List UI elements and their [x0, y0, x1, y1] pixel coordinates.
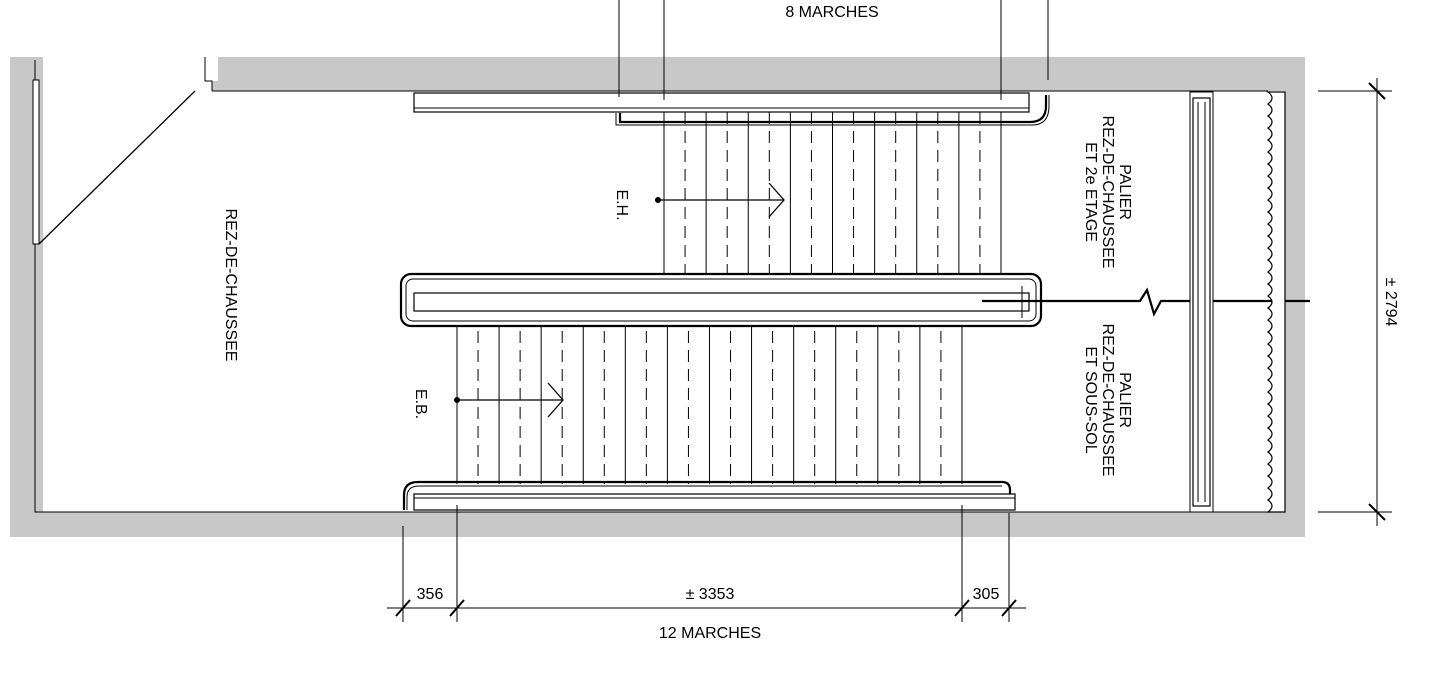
down-arrow [454, 382, 564, 418]
top-marches-text: 8 MARCHES [785, 4, 878, 21]
up-arrow [655, 182, 785, 218]
label-palier-bas: PALIER REZ-DE-CHAUSSEE ET SOUS-SOL [1082, 324, 1133, 477]
bottom-dimension: 356 ± 3353 305 12 MARCHES [387, 505, 1026, 642]
top-dimension: 8 MARCHES [618, 0, 1049, 100]
lower-flight [456, 312, 963, 484]
break-line [982, 287, 1310, 317]
palier-bas-line1: PALIER [1116, 372, 1133, 428]
dim-3353: ± 3353 [686, 586, 735, 603]
dim-305: 305 [973, 586, 1000, 603]
dim-2794: ± 2794 [1382, 278, 1399, 327]
top-handrail [413, 92, 1050, 126]
scalloped-wall [1266, 91, 1286, 513]
palier-haut-line3: ET 2e ETAGE [1082, 142, 1099, 242]
central-handrail [399, 272, 1043, 328]
upper-flight [663, 112, 1002, 292]
label-eh: E.H. [613, 189, 630, 220]
door [32, 79, 196, 245]
dim-356: 356 [417, 586, 444, 603]
bottom-marches-text: 12 MARCHES [659, 625, 761, 642]
label-palier-haut: PALIER REZ-DE-CHAUSSEE ET 2e ETAGE [1082, 116, 1133, 269]
palier-haut-line1: PALIER [1116, 164, 1133, 220]
palier-bas-line2: REZ-DE-CHAUSSEE [1099, 324, 1116, 477]
label-eb: E.B. [412, 389, 429, 419]
palier-bas-line3: ET SOUS-SOL [1082, 346, 1099, 453]
shaft-element [1189, 91, 1214, 513]
bottom-handrail [402, 480, 1016, 511]
right-dimension: ± 2794 [1318, 78, 1399, 526]
palier-haut-line2: REZ-DE-CHAUSSEE [1099, 116, 1116, 269]
label-rez-de-chaussee: REZ-DE-CHAUSSEE [222, 209, 239, 362]
